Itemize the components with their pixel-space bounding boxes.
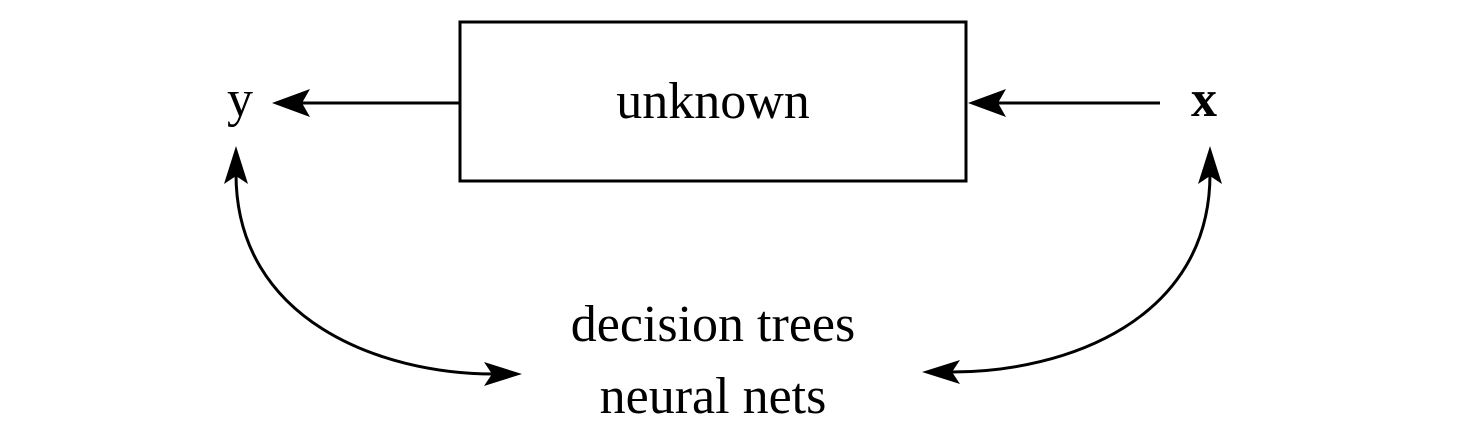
- model-label-decision-trees: decision trees: [571, 296, 855, 353]
- input-label-x: x: [1191, 71, 1217, 128]
- input-arrow: [968, 89, 1160, 117]
- right-curved-arrow: [922, 146, 1222, 384]
- model-label-neural-nets: neural nets: [600, 368, 827, 425]
- output-label-y: y: [227, 71, 253, 128]
- output-arrow: [272, 89, 460, 117]
- unknown-box-label: unknown: [616, 73, 810, 130]
- left-curved-arrow: [224, 146, 522, 386]
